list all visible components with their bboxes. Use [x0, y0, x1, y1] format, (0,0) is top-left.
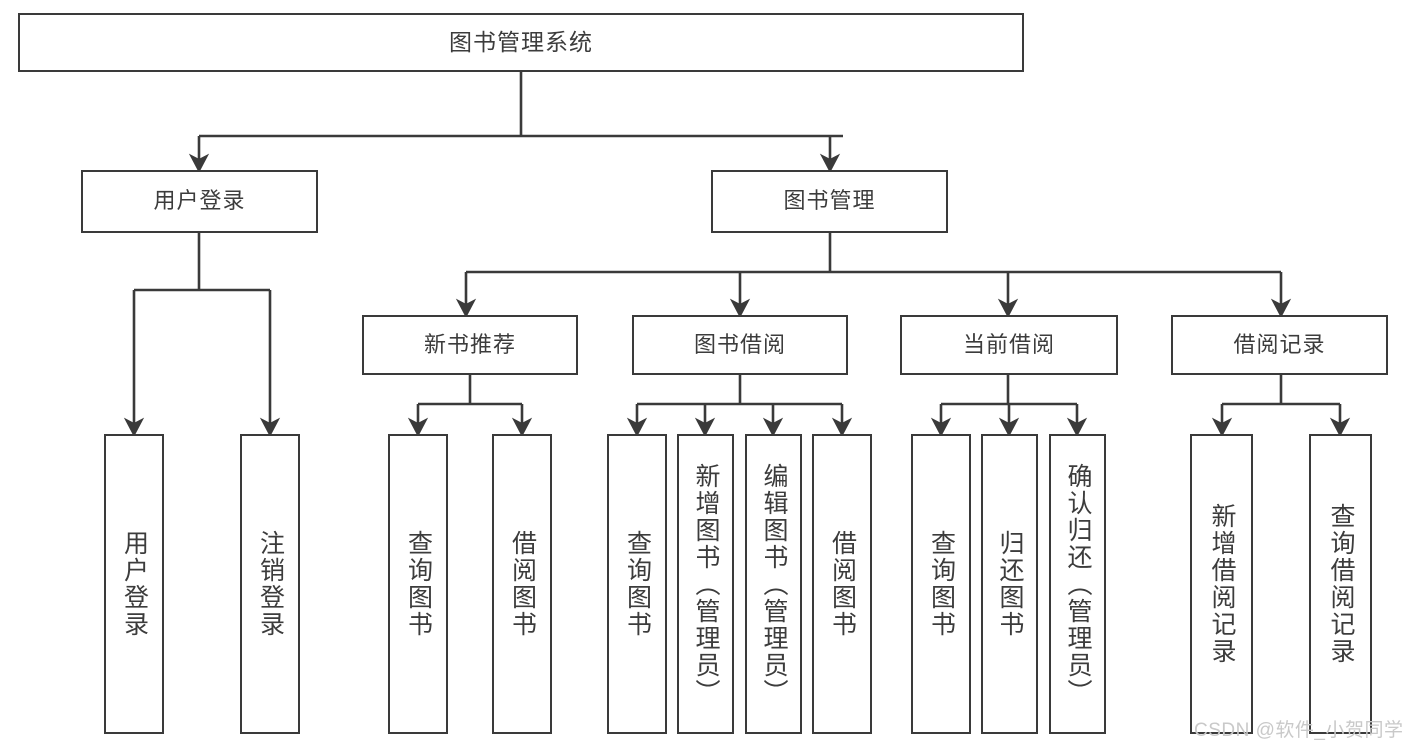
leaf-borrow-query-book[interactable]: 查询图书 [607, 434, 667, 734]
leaf-current-query-book[interactable]: 查询图书 [911, 434, 971, 734]
node-label: 注销登录 [256, 530, 285, 638]
node-book-management[interactable]: 图书管理 [711, 170, 948, 233]
node-label: 当前借阅 [962, 331, 1055, 357]
node-borrow-record[interactable]: 借阅记录 [1171, 315, 1388, 375]
node-label: 新书推荐 [423, 331, 516, 357]
node-label: 图书管理系统 [449, 28, 593, 55]
leaf-recommend-query-book[interactable]: 查询图书 [388, 434, 448, 734]
leaf-current-return-book[interactable]: 归还图书 [981, 434, 1038, 734]
node-label: 借阅记录 [1233, 331, 1326, 357]
node-current-borrow[interactable]: 当前借阅 [900, 315, 1118, 375]
node-label: 图书管理 [783, 188, 876, 214]
node-label: 用户登录 [120, 530, 149, 638]
node-label: 查询图书 [927, 530, 956, 638]
node-label: 新增图书（管理员） [692, 462, 720, 706]
leaf-current-confirm-return[interactable]: 确认归还（管理员） [1049, 434, 1106, 734]
node-label: 编辑图书（管理员） [760, 462, 788, 706]
node-label: 图书借阅 [693, 331, 786, 357]
leaf-borrow-borrow-book[interactable]: 借阅图书 [812, 434, 872, 734]
node-label: 新增借阅记录 [1208, 503, 1236, 665]
leaf-logout[interactable]: 注销登录 [240, 434, 300, 734]
node-label: 归还图书 [996, 530, 1024, 638]
node-label: 查询借阅记录 [1327, 503, 1355, 665]
leaf-user-login[interactable]: 用户登录 [104, 434, 164, 734]
node-user-login[interactable]: 用户登录 [81, 170, 318, 233]
node-new-book-recommend[interactable]: 新书推荐 [362, 315, 578, 375]
leaf-record-query[interactable]: 查询借阅记录 [1309, 434, 1372, 734]
leaf-recommend-borrow-book[interactable]: 借阅图书 [492, 434, 552, 734]
node-label: 确认归还（管理员） [1064, 462, 1092, 706]
node-book-borrow[interactable]: 图书借阅 [632, 315, 848, 375]
node-root-system[interactable]: 图书管理系统 [18, 13, 1024, 72]
node-label: 查询图书 [623, 530, 652, 638]
leaf-borrow-edit-book[interactable]: 编辑图书（管理员） [745, 434, 802, 734]
leaf-borrow-add-book[interactable]: 新增图书（管理员） [677, 434, 734, 734]
node-label: 查询图书 [404, 530, 433, 638]
node-label: 用户登录 [153, 188, 246, 214]
leaf-record-add[interactable]: 新增借阅记录 [1190, 434, 1253, 734]
watermark-text: CSDN @软件_小贺同学 [1194, 720, 1404, 741]
node-label: 借阅图书 [828, 530, 857, 638]
node-label: 借阅图书 [508, 530, 537, 638]
